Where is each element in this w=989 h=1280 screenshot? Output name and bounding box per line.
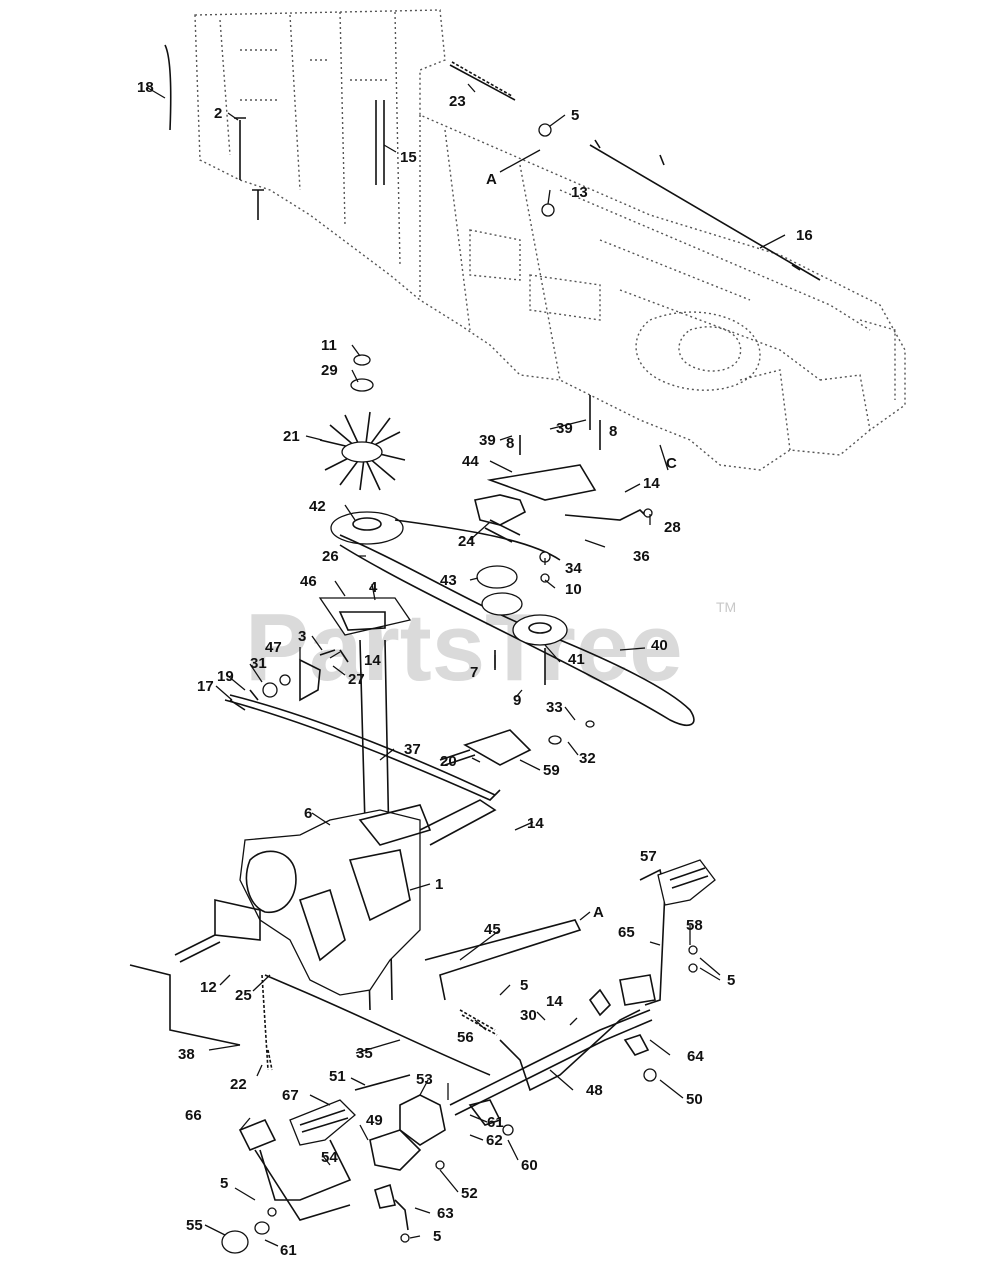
callout-label: 42: [309, 498, 326, 515]
callout-label: 10: [565, 581, 582, 598]
callout-label: 24: [458, 533, 475, 550]
watermark: PartsTree: [245, 594, 683, 701]
callout-label: 38: [178, 1046, 195, 1063]
frame-outline: [194, 9, 906, 471]
callout-label: 26: [322, 548, 339, 565]
drive-parts: [319, 354, 695, 726]
callout-label: 25: [235, 987, 252, 1004]
callout-label: 40: [651, 637, 668, 654]
callout-label: 67: [282, 1087, 299, 1104]
callout-label: 46: [300, 573, 317, 590]
callout-label: A: [593, 904, 604, 921]
callout-label: 20: [440, 753, 457, 770]
callout-label: 21: [283, 428, 300, 445]
callout-label: 47: [265, 639, 282, 656]
callout-label: 14: [643, 475, 660, 492]
callout-label: 52: [461, 1185, 478, 1202]
callout-label: 61: [487, 1114, 504, 1131]
callout-label: 18: [137, 79, 154, 96]
callout-label: 5: [571, 107, 579, 124]
callout-label: 27: [348, 671, 365, 688]
callout-label: 7: [470, 664, 478, 681]
callout-label: C: [666, 455, 677, 472]
callout-label: 59: [543, 762, 560, 779]
callout-label: 64: [687, 1048, 704, 1065]
callout-label: 36: [633, 548, 650, 565]
callout-label: 60: [521, 1157, 538, 1174]
callout-label: 17: [197, 678, 214, 695]
leader-lines: [147, 83, 786, 1247]
upper-parts: [164, 44, 821, 281]
callout-label: 63: [437, 1205, 454, 1222]
callout-label: 4: [369, 579, 378, 596]
callout-label: 5: [520, 977, 528, 994]
callout-label: 45: [484, 921, 501, 938]
callout-label: 33: [546, 699, 563, 716]
callout-label: 65: [618, 924, 635, 941]
callout-label: 51: [329, 1068, 346, 1085]
callout-label: 15: [400, 149, 417, 166]
callout-labels: 18 2 15 23 5 A 13 16 11 29 21 39 8 39 8 …: [137, 79, 813, 1259]
callout-label: 16: [796, 227, 813, 244]
callout-label: 31: [250, 655, 267, 672]
callout-label: 14: [546, 993, 563, 1010]
callout-label: 50: [686, 1091, 703, 1108]
callout-label: 53: [416, 1071, 433, 1088]
callout-label: 66: [185, 1107, 202, 1124]
callout-label: 43: [440, 572, 457, 589]
transmission: [174, 720, 595, 996]
callout-label: 29: [321, 362, 338, 379]
callout-label: 22: [230, 1076, 247, 1093]
callout-label: 55: [186, 1217, 203, 1234]
callout-label: 54: [321, 1149, 338, 1166]
callout-label: A: [486, 171, 497, 188]
callout-label: 35: [356, 1045, 373, 1062]
callout-label: 57: [640, 848, 657, 865]
callout-label: 3: [298, 628, 306, 645]
trademark: TM: [716, 599, 736, 615]
callout-label: 8: [506, 435, 514, 452]
callout-label: 5: [727, 972, 735, 989]
callout-label: 37: [404, 741, 421, 758]
callout-label: 49: [366, 1112, 383, 1129]
callout-label: 39: [479, 432, 496, 449]
callout-label: 2: [214, 105, 222, 122]
callout-label: 5: [433, 1228, 441, 1245]
callout-label: 34: [565, 560, 582, 577]
callout-label: 12: [200, 979, 217, 996]
callout-label: 56: [457, 1029, 474, 1046]
callout-label: 23: [449, 93, 466, 110]
callout-label: 14: [364, 652, 381, 669]
pedal-assembly: [129, 859, 716, 1254]
callout-label: 9: [513, 692, 521, 709]
linkage-parts: [224, 597, 501, 1011]
callout-label: 32: [579, 750, 596, 767]
callout-label: 1: [435, 876, 443, 893]
callout-label: 8: [609, 423, 617, 440]
callout-label: 30: [520, 1007, 537, 1024]
callout-label: 14: [527, 815, 544, 832]
callout-label: 41: [568, 651, 585, 668]
callout-label: 19: [217, 668, 234, 685]
callout-label: 11: [321, 337, 337, 354]
callout-label: 62: [486, 1132, 503, 1149]
callout-label: 5: [220, 1175, 228, 1192]
callout-label: 58: [686, 917, 703, 934]
callout-label: 48: [586, 1082, 603, 1099]
callout-label: 13: [571, 184, 588, 201]
callout-label: 39: [556, 420, 573, 437]
callout-label: 6: [304, 805, 312, 822]
callout-label: 44: [462, 453, 479, 470]
callout-label: 61: [280, 1242, 297, 1259]
callout-label: 28: [664, 519, 681, 536]
